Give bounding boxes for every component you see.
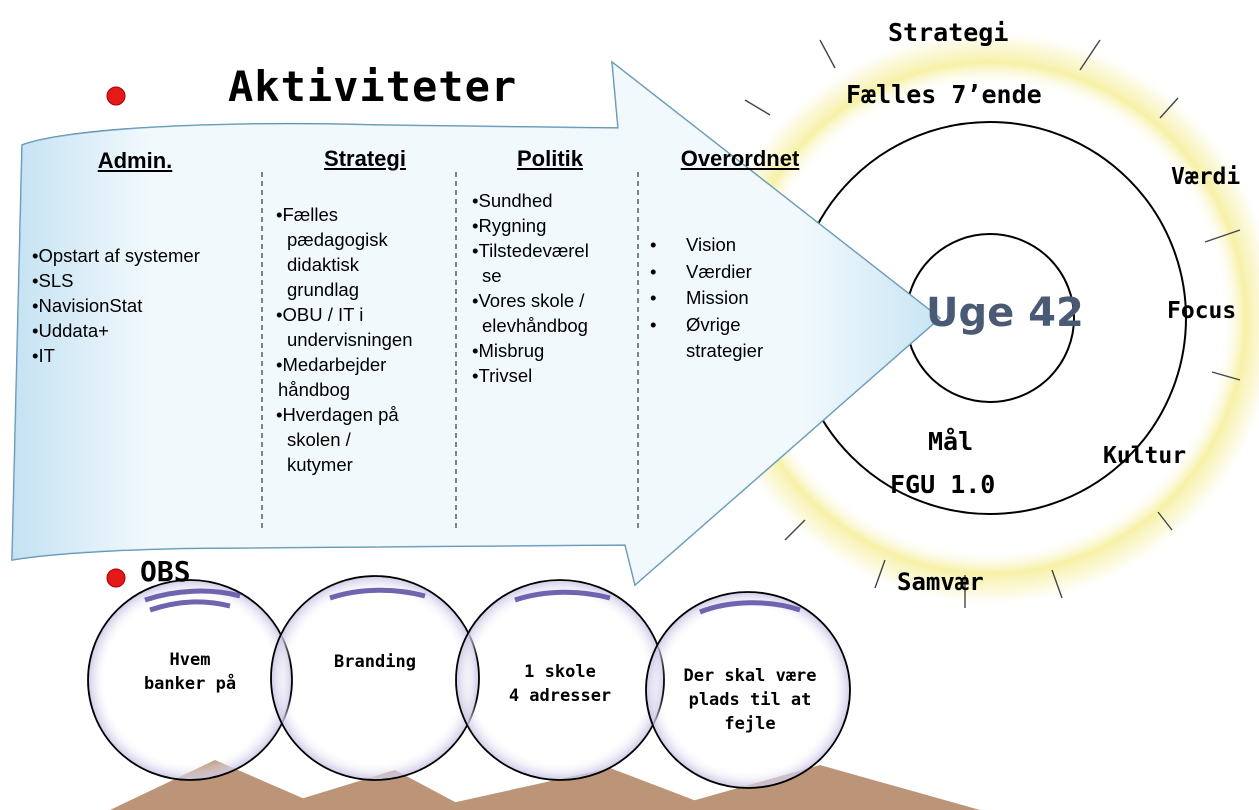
list-item: strategier [686, 340, 764, 361]
list-item: •OBU / IT i [276, 304, 364, 325]
list-item: •SLS [32, 270, 74, 291]
outer-label-vaerdi: Værdi [1171, 164, 1241, 190]
list-item: •Misbrug [472, 340, 545, 361]
ring-top-label: Fælles 7’ende [846, 80, 1042, 109]
list-item: skolen / [287, 429, 351, 450]
obs-bullet [106, 568, 126, 588]
list-item: •Hverdagen på [276, 404, 399, 425]
column-heading-overordnet: Overordnet [680, 146, 800, 171]
bubble-2 [270, 575, 480, 781]
page-title: Aktiviteter [228, 62, 518, 111]
outer-label-samvaer: Samvær [897, 568, 984, 596]
column-heading-politik: Politik [516, 146, 583, 171]
list-item: •Fælles [276, 204, 338, 225]
column-heading-admin: Admin. [97, 148, 173, 173]
outer-label-kultur: Kultur [1103, 443, 1187, 469]
bubble-2-text: Branding [334, 652, 416, 672]
mountains [110, 760, 980, 810]
list-item: •IT [32, 345, 55, 366]
ring-bottom-label-2: FGU 1.0 [890, 470, 996, 499]
activities-arrow [11, 60, 942, 587]
list-item: •NavisionStat [32, 295, 143, 316]
list-item: håndbog [278, 379, 351, 400]
outer-label-strategi: Strategi [888, 18, 1009, 47]
list-item: •Vision [650, 234, 737, 255]
list-item: •Uddata+ [32, 320, 109, 341]
overordnet-list: •Vision •Værdier •Mission •Øvrige strate… [650, 232, 763, 365]
list-item: undervisningen [287, 329, 413, 350]
admin-list: •Opstart af systemer •SLS •NavisionStat … [32, 243, 200, 368]
column-heading-strategi: Strategi [324, 146, 406, 171]
outer-ticks [744, 39, 1241, 608]
obs-bubbles [87, 575, 851, 789]
list-item: •Trivsel [472, 365, 533, 386]
bubble-1-text: Hvem banker på [143, 650, 237, 694]
bubble-3-text: 1 skole 4 adresser [508, 662, 612, 706]
list-item: grundlag [287, 279, 360, 300]
bubble-4 [645, 591, 851, 789]
strategi-list: •Fælles pædagogisk didaktisk grundlag •O… [276, 202, 412, 477]
list-item: •Medarbejder [276, 354, 387, 375]
title-bullet [106, 86, 126, 106]
bubble-4-text: Der skal være plads til at fejle [683, 666, 817, 734]
list-item: •Rygning [472, 215, 547, 236]
list-item: pædagogisk [287, 229, 388, 250]
list-item: •Vores skole / [472, 290, 585, 311]
politik-list: •Sundhed •Rygning •Tilstedeværel se •Vor… [472, 188, 589, 388]
list-item: kutymer [287, 454, 353, 475]
list-item: •Sundhed [472, 190, 553, 211]
center-label: Uge 42 [926, 290, 1084, 336]
list-item: •Værdier [650, 260, 752, 282]
list-item: •Opstart af systemer [32, 245, 200, 266]
list-item: •Mission [650, 287, 749, 308]
list-item: didaktisk [287, 254, 359, 275]
list-item: •Øvrige [650, 313, 741, 335]
list-item: se [482, 265, 502, 286]
obs-label: OBS [140, 555, 191, 588]
list-item: •Tilstedeværel [472, 240, 589, 261]
list-item: elevhåndbog [482, 315, 588, 336]
outer-glow-ring [700, 28, 1259, 608]
outer-label-focus: Focus [1167, 298, 1237, 324]
ring-bottom-label-1: Mål [928, 427, 974, 456]
